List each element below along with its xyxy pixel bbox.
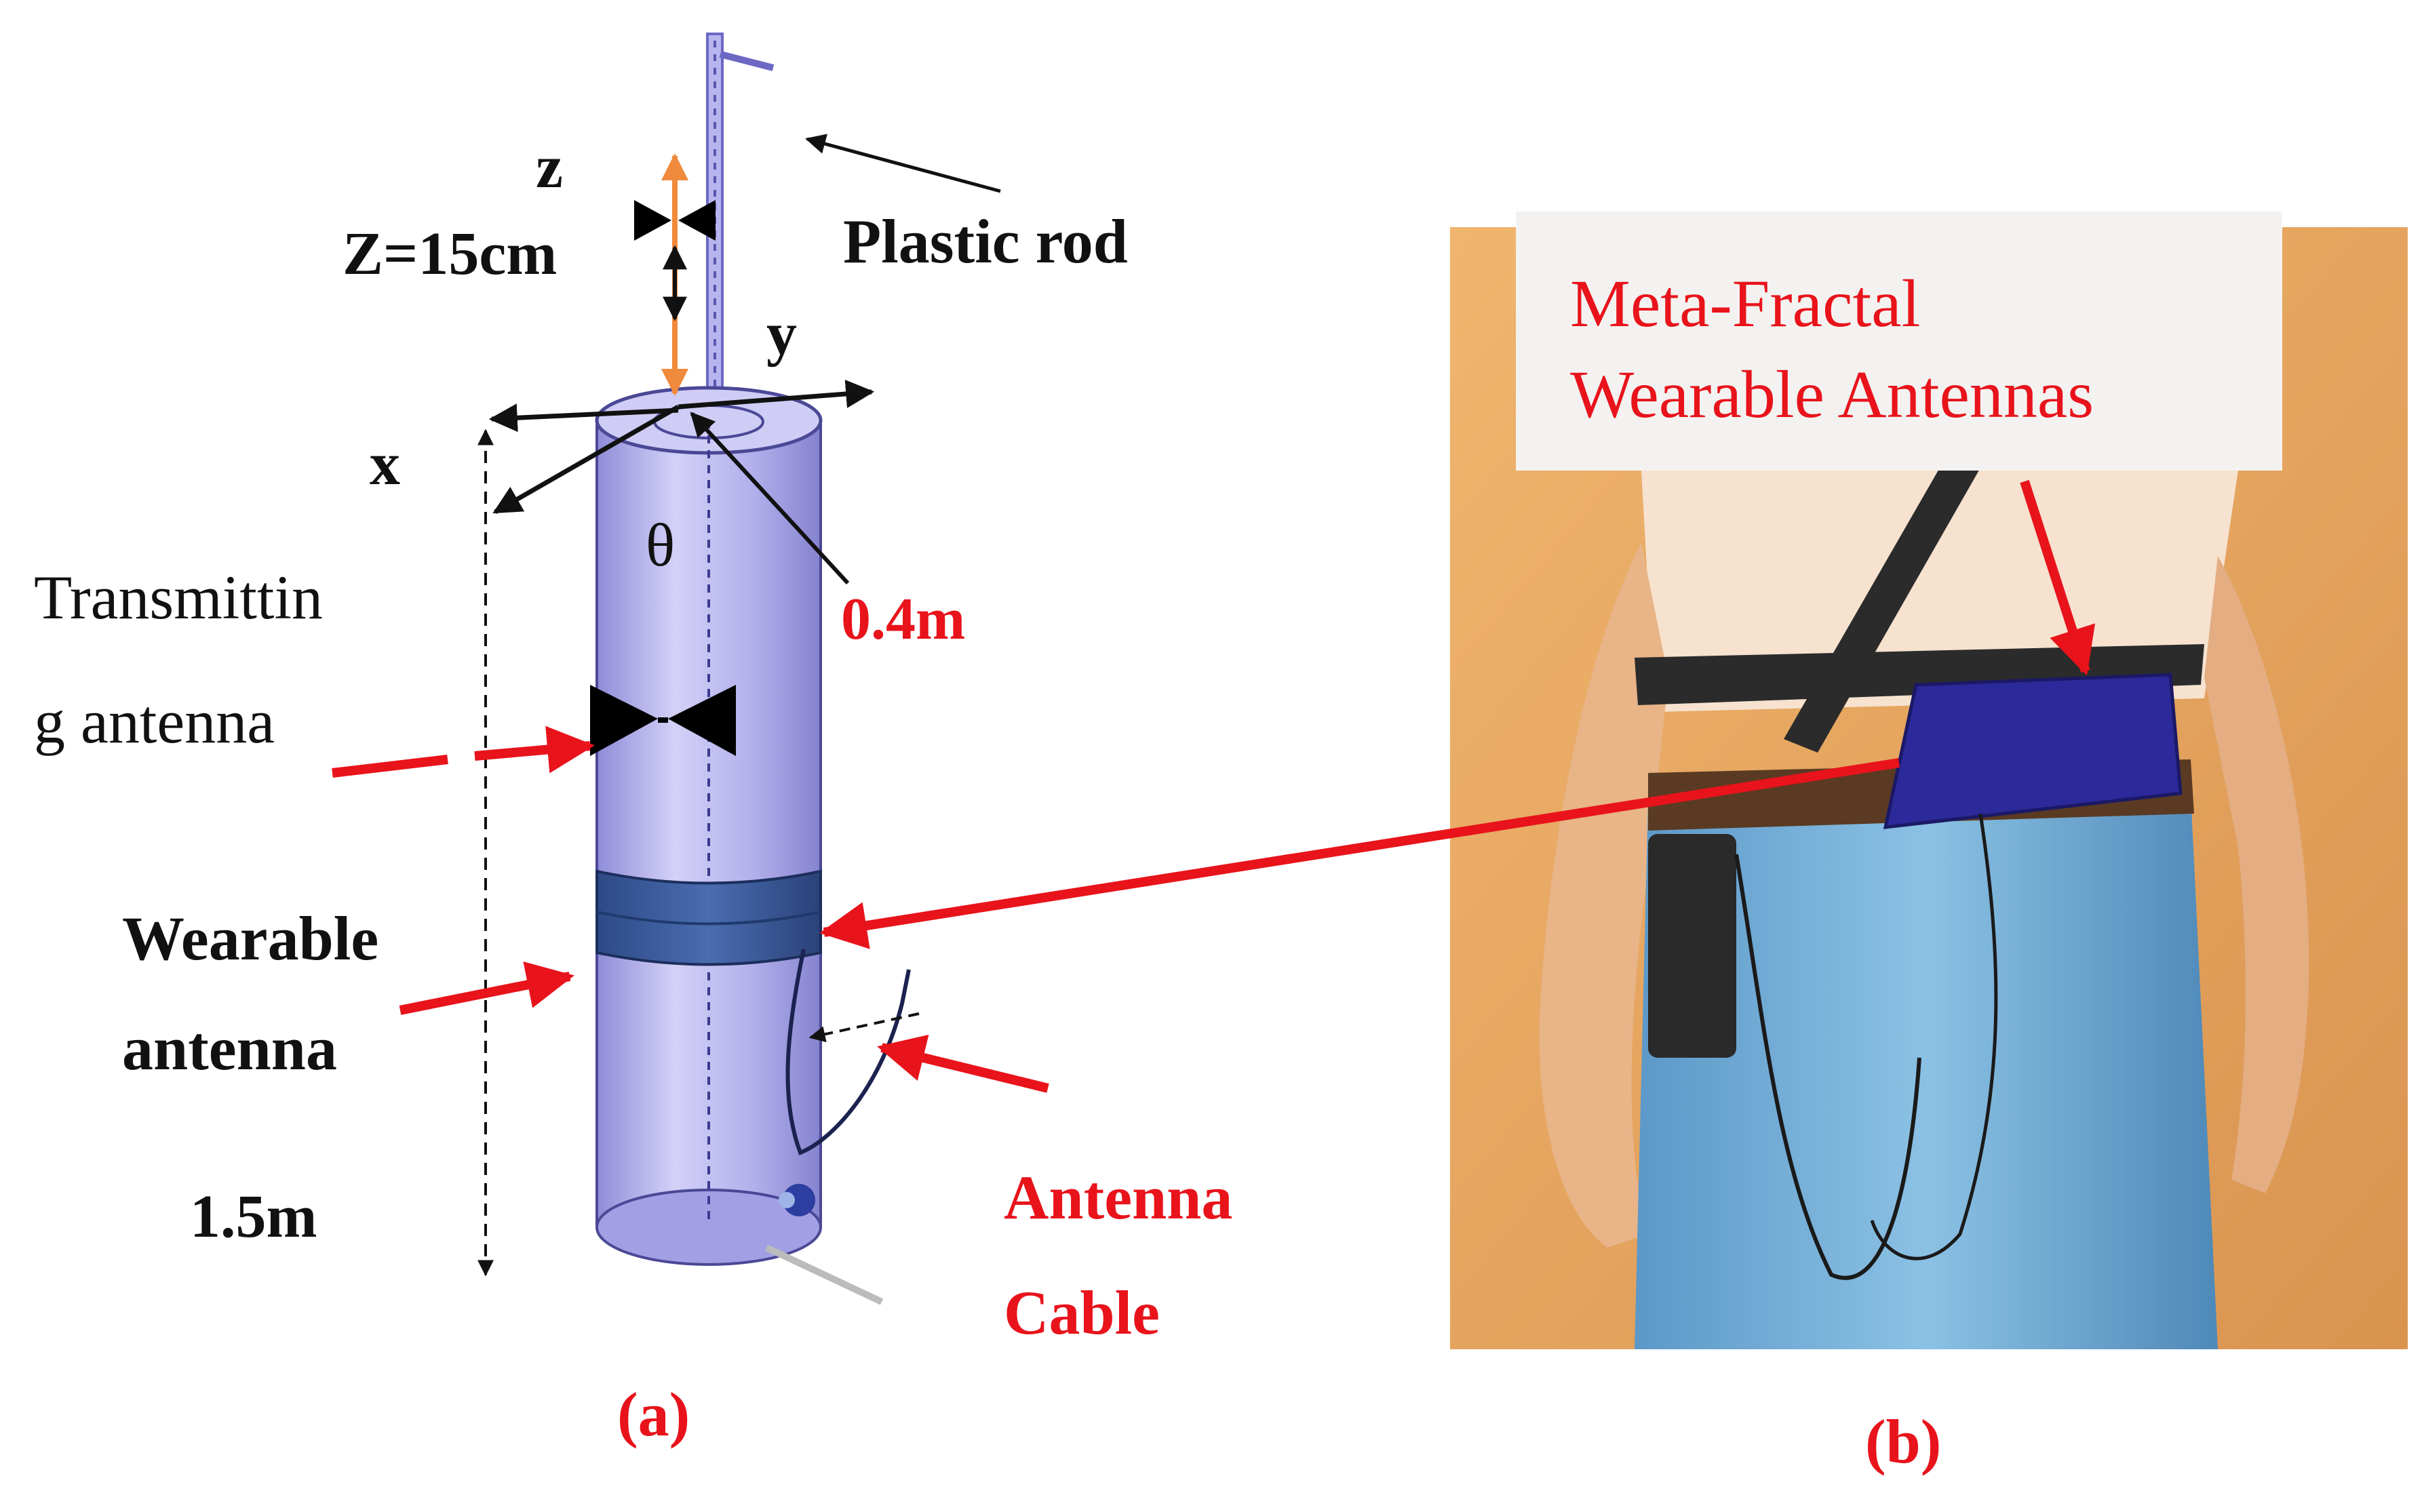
radius-label: 0.4m: [841, 586, 966, 652]
photo-left-arm: [1539, 542, 1668, 1248]
coordinate-axes: [488, 379, 875, 515]
plastic-rod: [706, 33, 775, 401]
cylinder-body: [595, 386, 884, 1305]
axis-x-label: x: [370, 431, 400, 498]
caption-a: (a): [617, 1380, 690, 1449]
transmitting-label-line1: Transmittin: [34, 563, 324, 632]
transmitting-antenna-bowtie: [590, 685, 736, 756]
wearable-label-line1: Wearable: [122, 904, 379, 973]
axis-y-label: y: [766, 300, 797, 367]
rod-antenna-bowtie: [634, 200, 716, 241]
photo-caption-box: Meta-Fractal Wearable Antennas: [1516, 212, 2282, 471]
photo-right-arm: [2204, 556, 2309, 1193]
photo-red-pointer: [2020, 479, 2096, 676]
panel-a-drawing: [332, 33, 1049, 1305]
photo-jeans: [1635, 793, 2218, 1349]
cross-panel-red-arrow: [819, 758, 1900, 949]
transmitting-label-line2: g antenna: [34, 687, 275, 756]
antennas-label-line2: Wearable Antennas: [1570, 357, 2094, 432]
photo-device: [1648, 834, 1736, 1058]
wearable-label-line2: antenna: [122, 1014, 337, 1083]
plastic-rod-label: Plastic rod: [843, 207, 1128, 276]
theta-label: θ: [646, 512, 676, 579]
cable-label-line2: Cable: [1004, 1278, 1160, 1347]
cable-label-line1: Antenna: [1004, 1163, 1233, 1232]
wearable-band: [595, 869, 822, 966]
red-arrows: [332, 725, 1049, 1093]
antennas-label-line1: Meta-Fractal: [1570, 266, 1921, 341]
cylinder-height-label: 1.5m: [190, 1183, 317, 1250]
caption-b: (b): [1865, 1407, 1942, 1476]
photo-antenna-pouch: [1883, 673, 2183, 829]
height-label: Z=15cm: [343, 220, 558, 287]
axis-z-label: z: [536, 134, 563, 201]
